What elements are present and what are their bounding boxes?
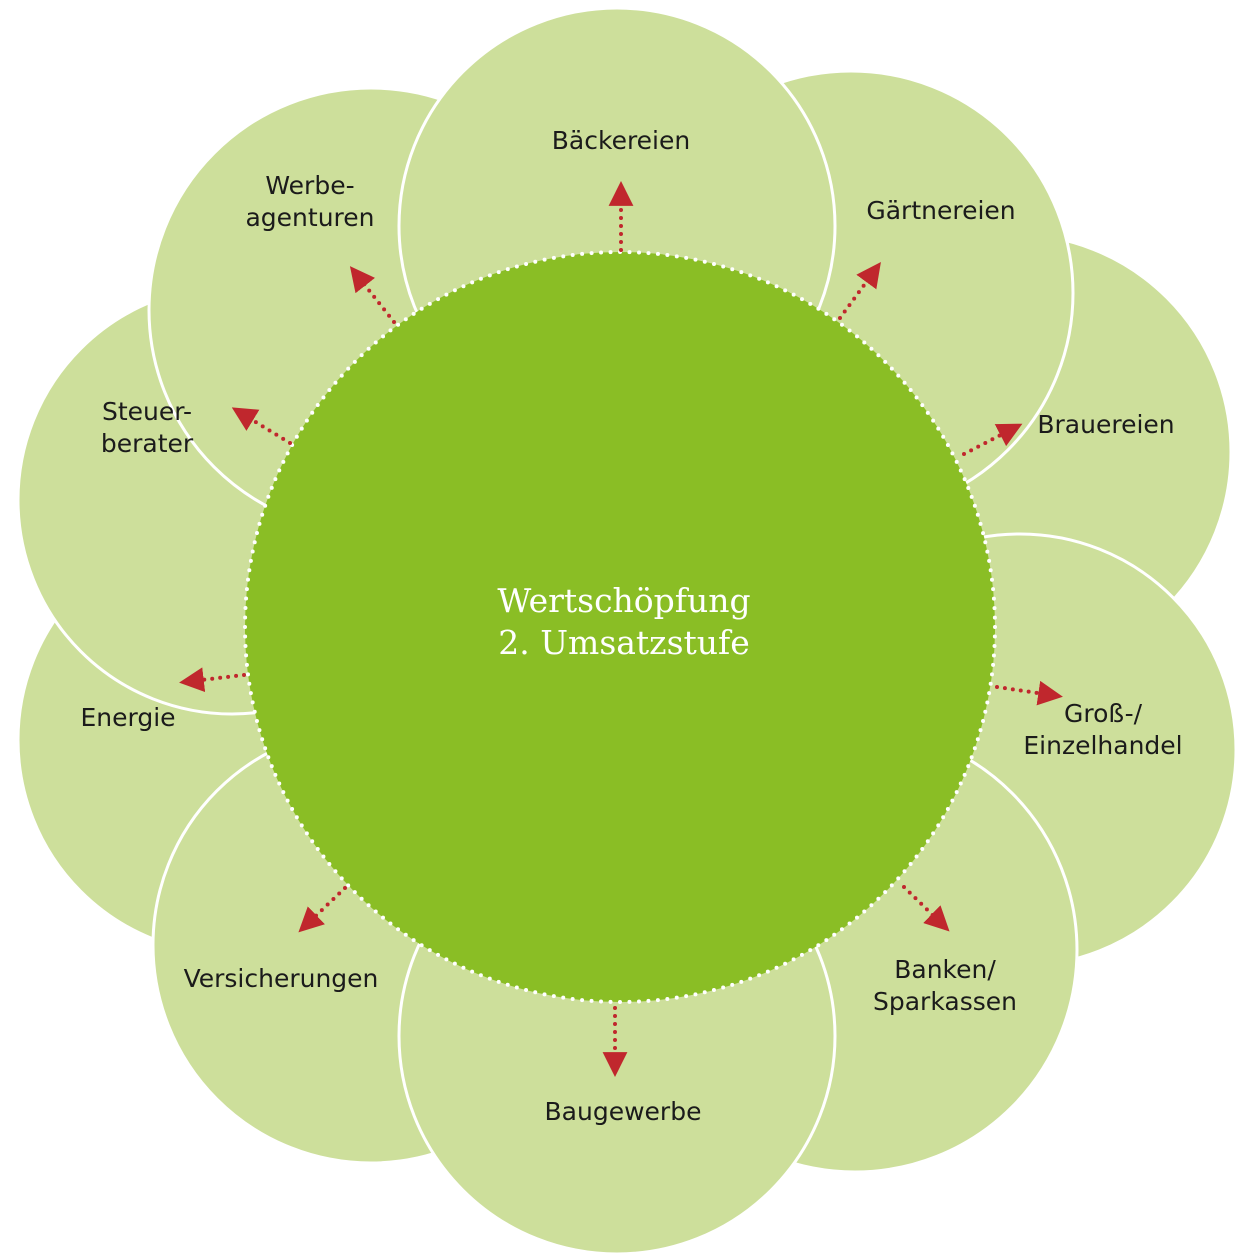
label-baeckereien: Bäckereien [552,126,690,155]
arrow-to-werbeagenturen [349,266,396,324]
center-label-line: 2. Umsatzstufe [498,623,750,662]
label-line: Versicherungen [184,964,379,993]
label-baugewerbe: Baugewerbe [545,1097,702,1126]
label-steuerberater: Steuer-berater [101,397,194,458]
label-line: berater [101,429,194,458]
label-gross-einzelhandel: Groß-/ Einzelhandel [1023,699,1182,760]
arrow-to-gaertnereien [838,261,881,320]
label-line: Gärtnereien [866,196,1015,225]
arrow-to-versicherungen [298,886,347,933]
center-circle [245,252,995,1002]
label-energie: Energie [80,703,175,732]
label-line: Groß-/ [1064,699,1143,728]
label-line: Steuer- [102,397,192,426]
label-versicherungen: Versicherungen [184,964,379,993]
label-line: Sparkassen [873,987,1017,1016]
center-label-line: Wertschöpfung [497,581,750,620]
label-line: Energie [80,703,175,732]
label-line: Banken/ [894,955,996,984]
arrow-to-gross-einzelhandel [995,680,1063,706]
label-werbeagenturen: Werbe-agenturen [245,171,374,232]
label-brauereien: Brauereien [1037,410,1174,439]
label-line: Einzelhandel [1023,731,1182,760]
label-line: agenturen [245,203,374,232]
label-gaertnereien: Gärtnereien [866,196,1015,225]
label-banken-sparkassen: Banken/Sparkassen [873,955,1017,1016]
arrow-to-banken-sparkassen [902,885,950,932]
arrow-to-energie [179,667,246,693]
center-dotted-border [243,250,997,1004]
label-line: Bäckereien [552,126,690,155]
label-line: Werbe- [265,171,354,200]
arrow-to-steuerberater [231,407,292,445]
label-line: Brauereien [1037,410,1174,439]
label-line: Baugewerbe [545,1097,702,1126]
arrows [179,181,1063,1077]
arrow-to-brauereien [962,423,1023,456]
